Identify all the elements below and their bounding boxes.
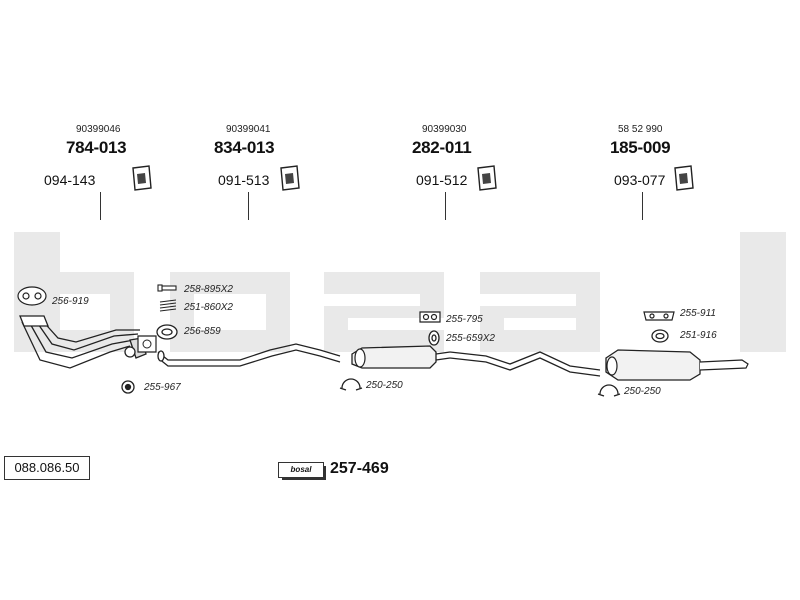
gasket-icon xyxy=(17,286,47,306)
connector-line xyxy=(248,192,249,220)
callout-251-860x2[interactable]: 251-860X2 xyxy=(184,302,233,313)
part-number[interactable]: 784-013 xyxy=(66,138,127,157)
mounting-bracket-icon xyxy=(280,165,300,191)
bosal-logo: bosal xyxy=(278,462,324,478)
callout-250-250-rear[interactable]: 250-250 xyxy=(624,386,661,397)
part-number[interactable]: 282-011 xyxy=(412,138,472,157)
part-number[interactable]: 185-009 xyxy=(610,138,671,157)
callout-255-795[interactable]: 255-795 xyxy=(446,314,483,325)
ring-icon xyxy=(428,330,440,346)
front-pipe[interactable] xyxy=(157,343,341,367)
callout-256-859[interactable]: 256-859 xyxy=(184,326,221,337)
middle-silencer[interactable] xyxy=(351,345,451,369)
callout-251-916[interactable]: 251-916 xyxy=(680,330,717,341)
clamp-icon xyxy=(339,378,363,391)
mount-number[interactable]: 091-512 xyxy=(416,172,468,188)
oe-number: 58 52 990 xyxy=(618,124,663,135)
mounting-bracket-icon xyxy=(674,165,694,191)
mount-number[interactable]: 093-077 xyxy=(614,172,666,188)
mount-icon xyxy=(419,311,441,323)
rear-silencer[interactable] xyxy=(605,349,749,381)
reference-number: 088.086.50 xyxy=(4,456,90,480)
mount-number[interactable]: 091-513 xyxy=(218,172,270,188)
oe-number: 90399046 xyxy=(76,124,121,135)
ring-icon xyxy=(156,324,178,340)
ring-icon xyxy=(651,329,669,343)
callout-255-967[interactable]: 255-967 xyxy=(144,382,181,393)
callout-255-911[interactable]: 255-911 xyxy=(680,308,716,319)
mounting-bracket-icon xyxy=(477,165,497,191)
callout-258-895x2[interactable]: 258-895X2 xyxy=(184,284,233,295)
kit-number[interactable]: 257-469 xyxy=(330,460,389,477)
callout-256-919[interactable]: 256-919 xyxy=(52,296,89,307)
manifold-pipe[interactable] xyxy=(19,315,147,369)
mount-icon xyxy=(643,311,675,321)
connector-line xyxy=(100,192,101,220)
oe-number: 90399030 xyxy=(422,124,467,135)
connector-line xyxy=(445,192,446,220)
callout-250-250[interactable]: 250-250 xyxy=(366,380,403,391)
connector-line xyxy=(642,192,643,220)
callout-255-659x2[interactable]: 255-659X2 xyxy=(446,333,495,344)
clamp-icon xyxy=(597,384,621,397)
clamp-icon xyxy=(121,380,135,394)
middle-pipe[interactable] xyxy=(449,351,601,377)
mount-number[interactable]: 094-143 xyxy=(44,172,96,188)
bolt-icon xyxy=(157,284,177,292)
flange-gasket[interactable] xyxy=(137,335,157,353)
part-number[interactable]: 834-013 xyxy=(214,138,275,157)
spring-icon xyxy=(159,299,177,312)
oe-number: 90399041 xyxy=(226,124,271,135)
mounting-bracket-icon xyxy=(132,165,152,191)
